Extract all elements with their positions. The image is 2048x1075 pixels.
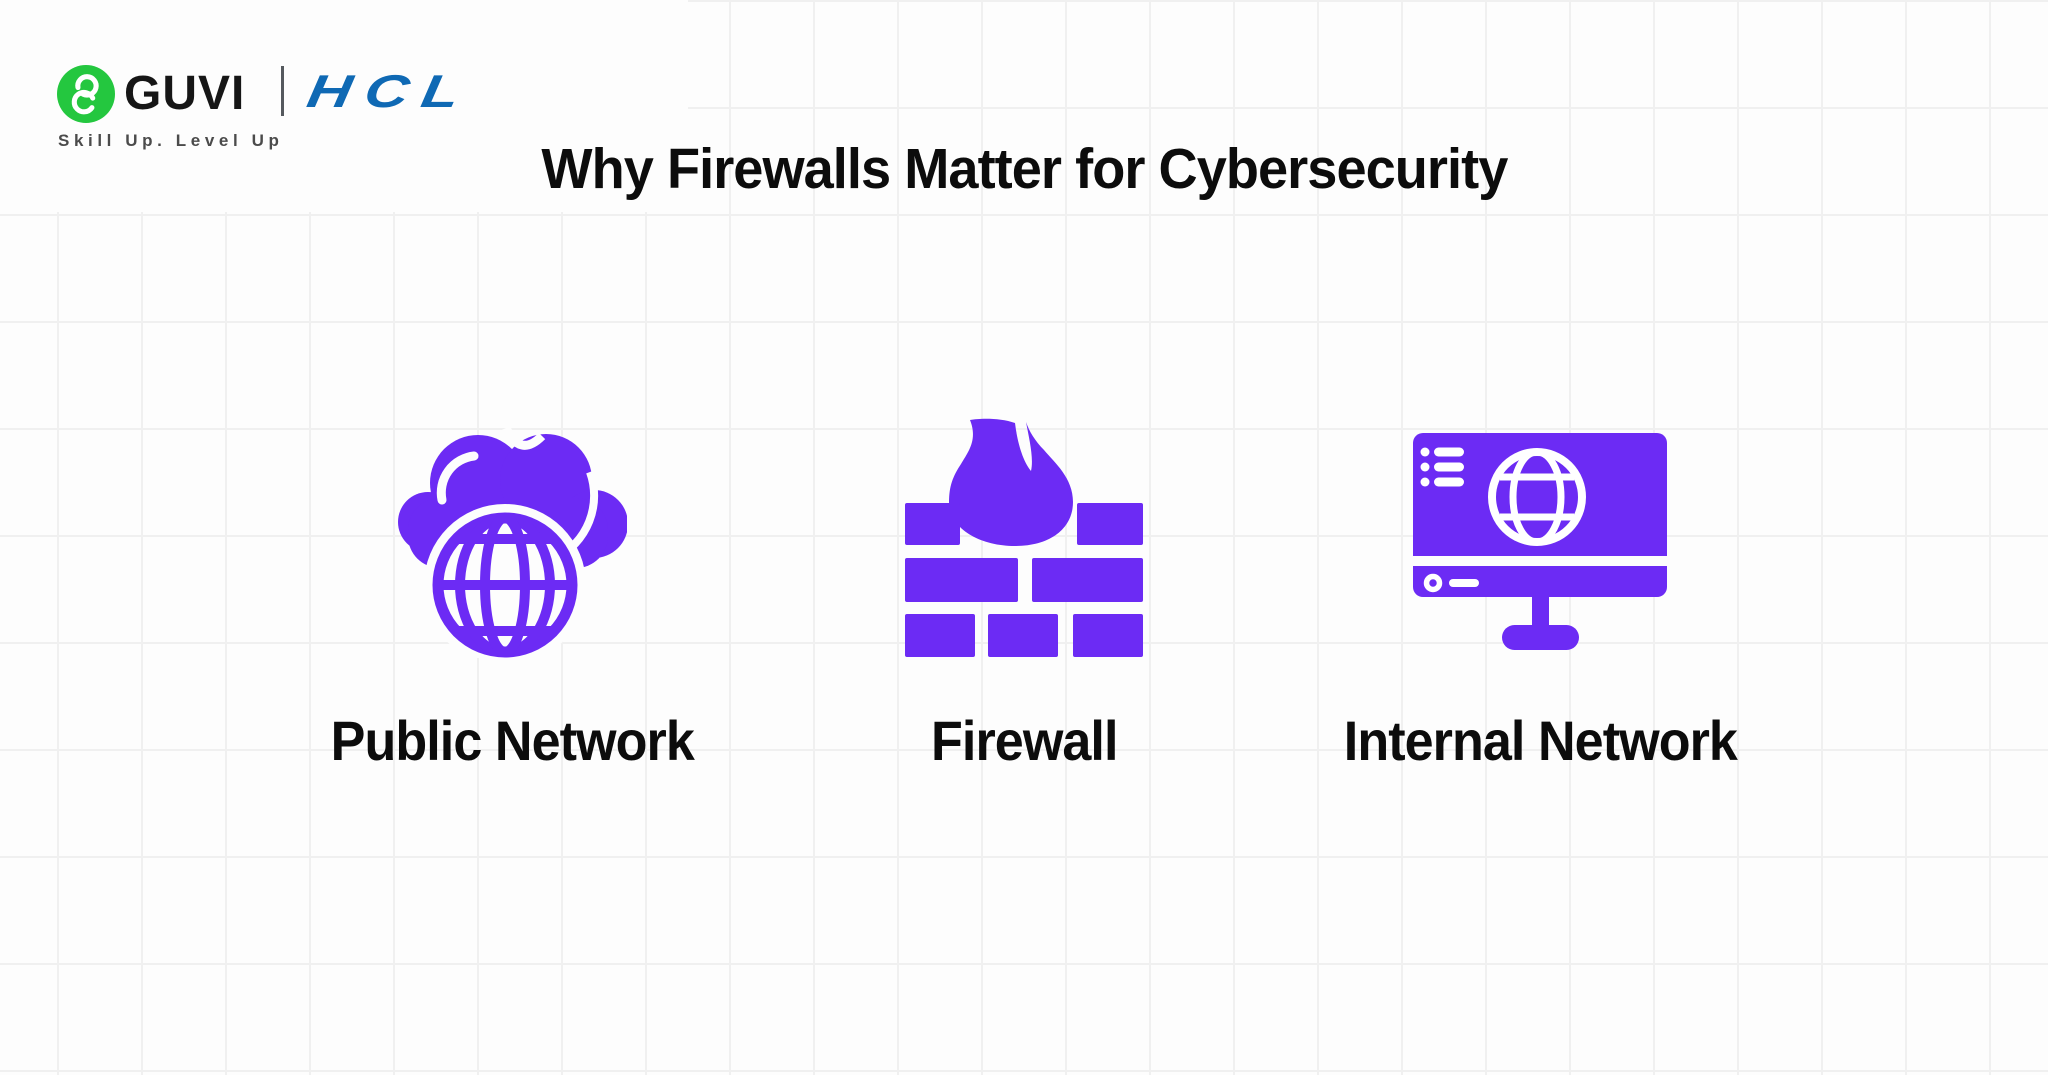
item-label-text: Public Network (330, 709, 694, 772)
item-label-text: Internal Network (1343, 709, 1737, 772)
logo-divider (281, 66, 284, 116)
item-label-text: Firewall (930, 709, 1118, 772)
hcl-wordmark: HCL (303, 65, 477, 117)
logo-tagline: Skill Up. Level Up (58, 131, 284, 150)
guvi-logo-icon (57, 65, 115, 123)
guvi-wordmark: GUVI (124, 67, 246, 120)
cloud-globe-icon (398, 425, 628, 666)
guvi-glyph-icon (57, 65, 115, 123)
logo-card: GUVI HCL Skill Up. Level Up (0, 0, 688, 212)
monitor-globe-icon (1413, 433, 1667, 650)
item-label-internal-network: Internal Network (1230, 708, 1850, 774)
page-title-text: Why Firewalls Matter for Cybersecurity (541, 137, 1508, 201)
flame-brick-wall-icon (905, 418, 1143, 657)
item-label-public-network: Public Network (202, 708, 822, 774)
item-label-firewall: Firewall (714, 708, 1334, 774)
page-title: Why Firewalls Matter for Cybersecurity (0, 138, 2048, 201)
